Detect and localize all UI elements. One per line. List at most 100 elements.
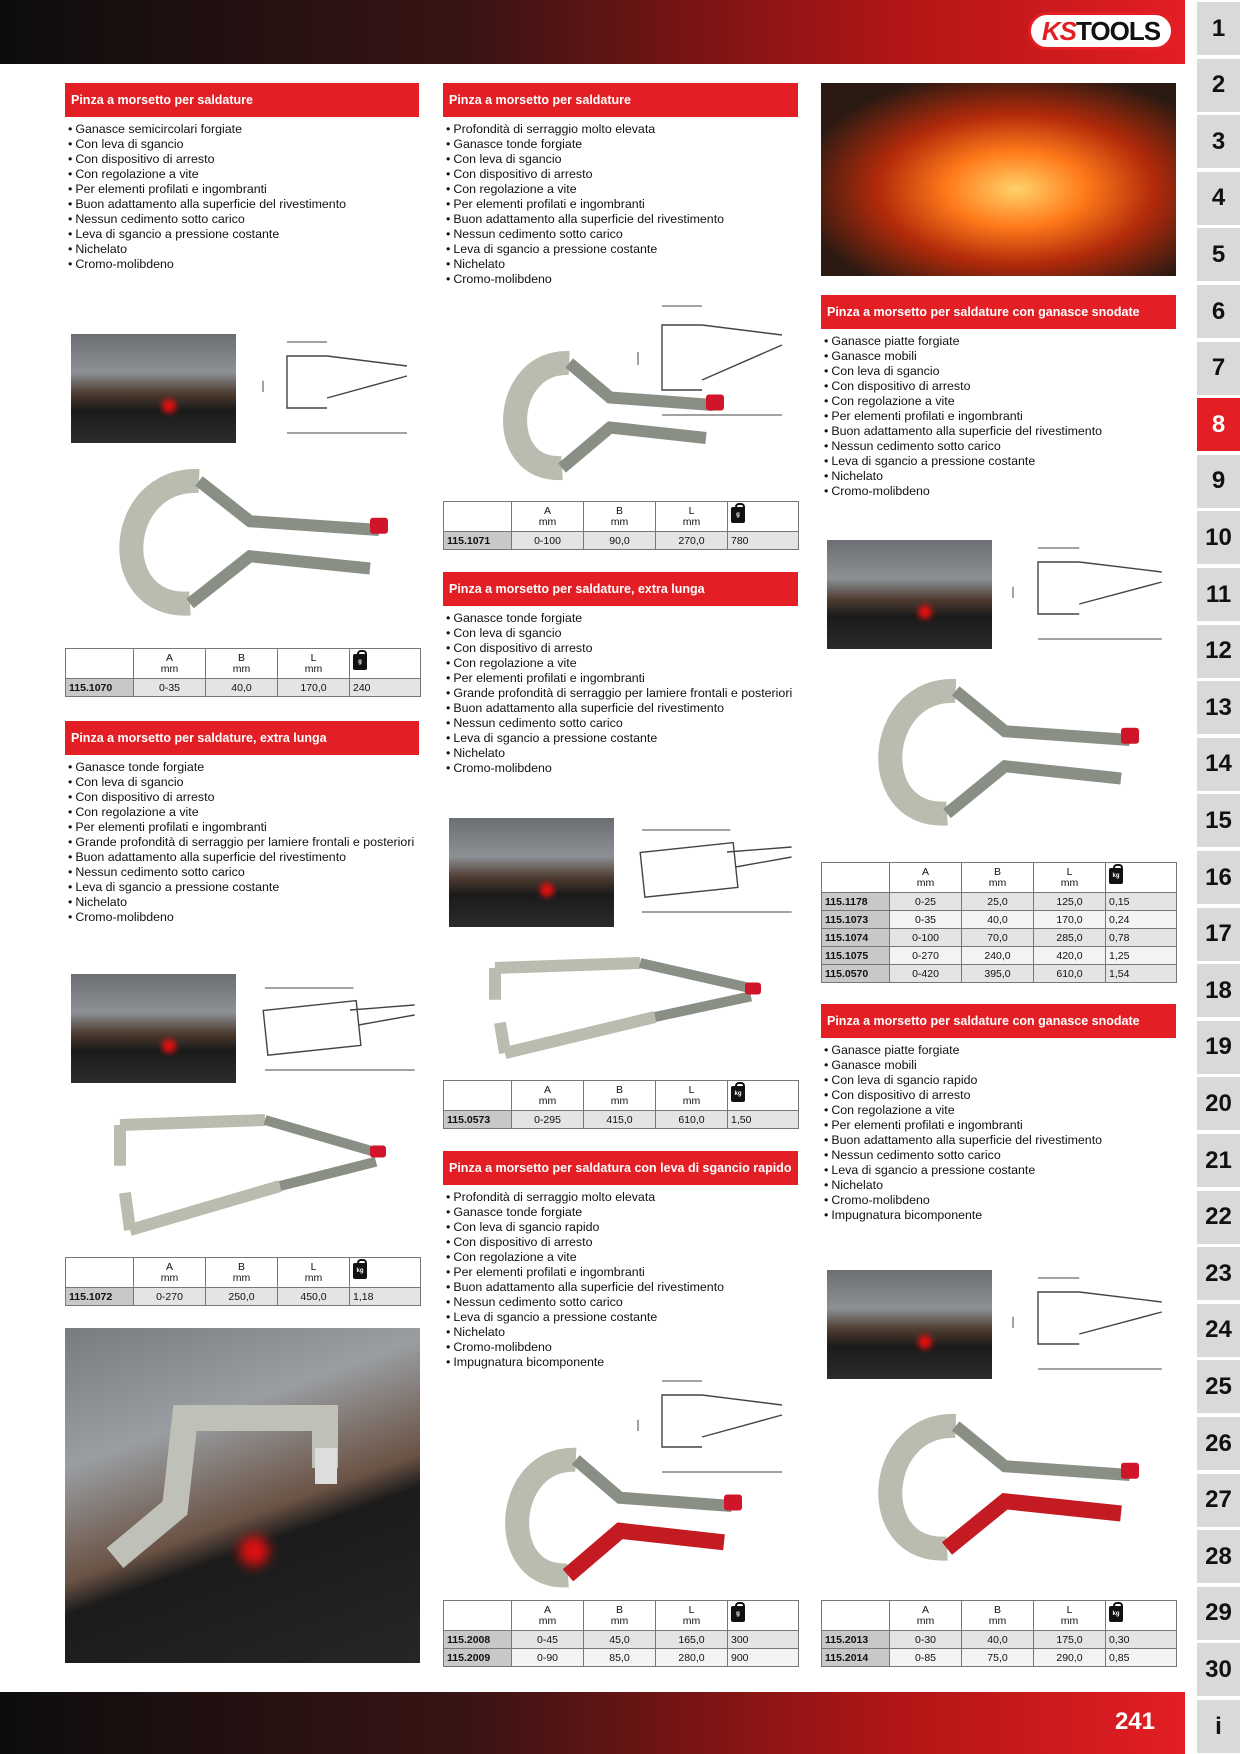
feature-item: Buon adattamento alla superficie del riv… xyxy=(446,1280,796,1295)
drawing-part xyxy=(661,1394,702,1448)
table-cell: 610,0 xyxy=(1033,964,1106,983)
feature-item: Con dispositivo di arresto xyxy=(446,167,796,182)
feature-item: Cromo-molibdeno xyxy=(68,257,418,272)
feature-list-115-0573: Ganasce tonde forgiateCon leva di sganci… xyxy=(446,611,806,776)
table-cell: 415,0 xyxy=(583,1110,656,1129)
product-photo-in-use xyxy=(71,974,236,1083)
feature-item: Impugnatura bicomponente xyxy=(446,1355,796,1370)
chapter-tab-17[interactable]: 17 xyxy=(1197,907,1240,961)
table-cell: 0,15 xyxy=(1105,892,1177,911)
chapter-tab-30[interactable]: 30 xyxy=(1197,1643,1240,1697)
chapter-tab-4[interactable]: 4 xyxy=(1197,171,1240,225)
article-number: 115.0570 xyxy=(821,964,890,983)
feature-item: Ganasce tonde forgiate xyxy=(68,760,428,775)
column-letter: L xyxy=(1066,865,1073,878)
chapter-tab-20[interactable]: 20 xyxy=(1197,1077,1240,1131)
table-cell: 0-270 xyxy=(889,946,962,965)
chapter-tab-15[interactable]: 15 xyxy=(1197,794,1240,848)
chapter-tab-5[interactable]: 5 xyxy=(1197,228,1240,282)
weight-icon: kg xyxy=(1109,864,1123,884)
chapter-tab-16[interactable]: 16 xyxy=(1197,851,1240,904)
weight-unit: g xyxy=(736,512,740,518)
feature-item: Per elementi profilati e ingombranti xyxy=(446,197,796,212)
product-photo-in-use xyxy=(827,540,992,649)
chapter-tab-7[interactable]: 7 xyxy=(1197,341,1240,395)
column-letter: A xyxy=(921,865,929,878)
chapter-tab-19[interactable]: 19 xyxy=(1197,1020,1240,1074)
table-cell: 450,0 xyxy=(277,1287,350,1306)
chapter-tab-29[interactable]: 29 xyxy=(1197,1586,1240,1640)
feature-list-115-1071: Profondità di serraggio molto elevataGan… xyxy=(446,122,796,287)
table-cell: 900 xyxy=(727,1648,799,1667)
chapter-tab-26[interactable]: 26 xyxy=(1197,1417,1240,1470)
column-unit: mm xyxy=(610,515,629,528)
chapter-tab-23[interactable]: 23 xyxy=(1197,1247,1240,1301)
column-letter: L xyxy=(688,1603,695,1616)
table-cell: 70,0 xyxy=(961,928,1034,947)
section-title-115-1072: Pinza a morsetto per saldature, extra lu… xyxy=(65,721,419,755)
chapter-tab-21[interactable]: 21 xyxy=(1197,1134,1240,1187)
chapter-tab-27[interactable]: 27 xyxy=(1197,1473,1240,1527)
drawing-part xyxy=(505,1447,577,1588)
column-letter: L xyxy=(688,1083,695,1096)
feature-item: Con regolazione a vite xyxy=(824,394,1174,409)
drawing-part xyxy=(701,1414,783,1438)
table-cell: 610,0 xyxy=(655,1110,728,1129)
chapter-tab-9[interactable]: 9 xyxy=(1197,454,1240,508)
table-cell: 240,0 xyxy=(961,946,1034,965)
chapter-tab-i[interactable]: i xyxy=(1197,1700,1240,1753)
article-number: 115.0573 xyxy=(443,1110,512,1129)
feature-item: Con regolazione a vite xyxy=(824,1103,1174,1118)
column-letter: A xyxy=(543,1603,551,1616)
column-letter: B xyxy=(993,865,1001,878)
chapter-tab-18[interactable]: 18 xyxy=(1197,964,1240,1018)
chapter-tab-3[interactable]: 3 xyxy=(1197,115,1240,169)
column-unit: mm xyxy=(610,1614,629,1627)
chapter-tab-6[interactable]: 6 xyxy=(1197,285,1240,338)
drawing-part xyxy=(878,1414,957,1561)
chapter-tab-10[interactable]: 10 xyxy=(1197,511,1240,565)
chapter-tab-22[interactable]: 22 xyxy=(1197,1190,1240,1244)
chapter-tab-2[interactable]: 2 xyxy=(1197,58,1240,112)
chapter-tab-8[interactable]: 8 xyxy=(1197,398,1240,452)
chapter-tab-24[interactable]: 24 xyxy=(1197,1303,1240,1357)
chapter-tab-11[interactable]: 11 xyxy=(1197,568,1240,621)
chapter-tab-25[interactable]: 25 xyxy=(1197,1360,1240,1414)
chapter-tab-13[interactable]: 13 xyxy=(1197,681,1240,735)
feature-item: Leva di sgancio a pressione costante xyxy=(824,1163,1174,1178)
weight-icon: kg xyxy=(1109,1602,1123,1622)
drawing-part xyxy=(735,856,792,868)
column-unit: mm xyxy=(682,1094,701,1107)
column-letter: A xyxy=(165,651,173,664)
table-cell: 0-25 xyxy=(889,892,962,911)
drawing-part xyxy=(639,841,739,898)
drawing-part xyxy=(195,476,380,536)
column-unit: mm xyxy=(1060,876,1079,889)
column-unit: mm xyxy=(682,1614,701,1627)
feature-item: Ganasce piatte forgiate xyxy=(824,334,1174,349)
product-image-clamp xyxy=(114,1114,386,1236)
feature-item: Cromo-molibdeno xyxy=(446,1340,796,1355)
feature-item: Nichelato xyxy=(824,1178,1174,1193)
column-letter: B xyxy=(993,1603,1001,1616)
product-image-clamp xyxy=(505,1447,742,1588)
chapter-tab-12[interactable]: 12 xyxy=(1197,624,1240,678)
feature-item: Cromo-molibdeno xyxy=(68,910,428,925)
chapter-tab-28[interactable]: 28 xyxy=(1197,1530,1240,1584)
feature-list-115-1178: Ganasce piatte forgiateGanasce mobiliCon… xyxy=(824,334,1174,499)
chapter-tab-1[interactable]: 1 xyxy=(1197,2,1240,55)
feature-item: Nichelato xyxy=(446,257,796,272)
feature-item: Per elementi profilati e ingombranti xyxy=(446,1265,796,1280)
chapter-tab-14[interactable]: 14 xyxy=(1197,737,1240,791)
table-cell: 1,18 xyxy=(349,1287,421,1306)
